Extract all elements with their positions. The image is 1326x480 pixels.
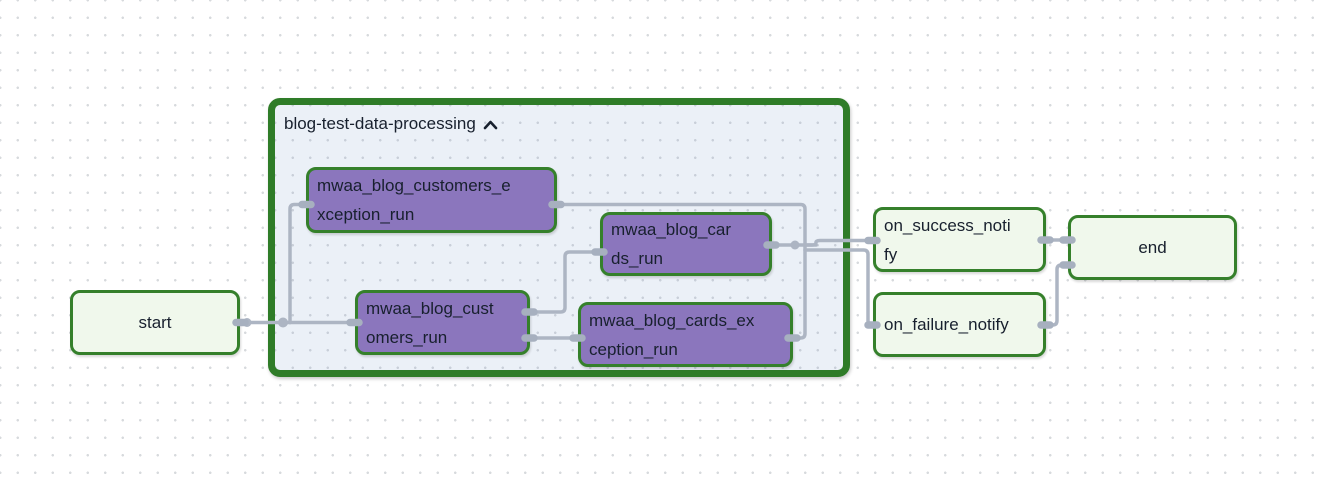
node-label: start <box>138 313 172 332</box>
node-on-failure-notify[interactable]: on_failure_notify <box>873 292 1046 357</box>
task-group-header[interactable]: blog-test-data-processing <box>284 113 498 135</box>
node-mwaa-blog-customers-exception-run[interactable]: mwaa_blog_customers_exception_run <box>306 167 557 233</box>
node-label: mwaa_blog_cards_run <box>611 220 732 268</box>
node-mwaa-blog-cards-exception-run[interactable]: mwaa_blog_cards_exception_run <box>578 302 793 367</box>
task-group-label: blog-test-data-processing <box>284 114 476 133</box>
node-start[interactable]: start <box>70 290 240 355</box>
node-on-success-notify[interactable]: on_success_notify <box>873 207 1046 272</box>
node-label: on_success_notify <box>884 215 1011 264</box>
node-label: mwaa_blog_customers_run <box>366 298 494 347</box>
node-label: on_failure_notify <box>884 315 1009 334</box>
chevron-up-icon[interactable] <box>483 115 498 135</box>
node-mwaa-blog-customers-run[interactable]: mwaa_blog_customers_run <box>355 290 530 355</box>
node-end[interactable]: end <box>1068 215 1237 280</box>
node-label: mwaa_blog_customers_exception_run <box>317 176 511 224</box>
edge-junction-dot <box>242 318 252 327</box>
node-label: mwaa_blog_cards_exception_run <box>589 310 755 359</box>
edge-on-failure-end <box>1044 263 1070 327</box>
node-mwaa-blog-cards-run[interactable]: mwaa_blog_cards_run <box>600 212 772 276</box>
node-label: end <box>1138 238 1167 257</box>
